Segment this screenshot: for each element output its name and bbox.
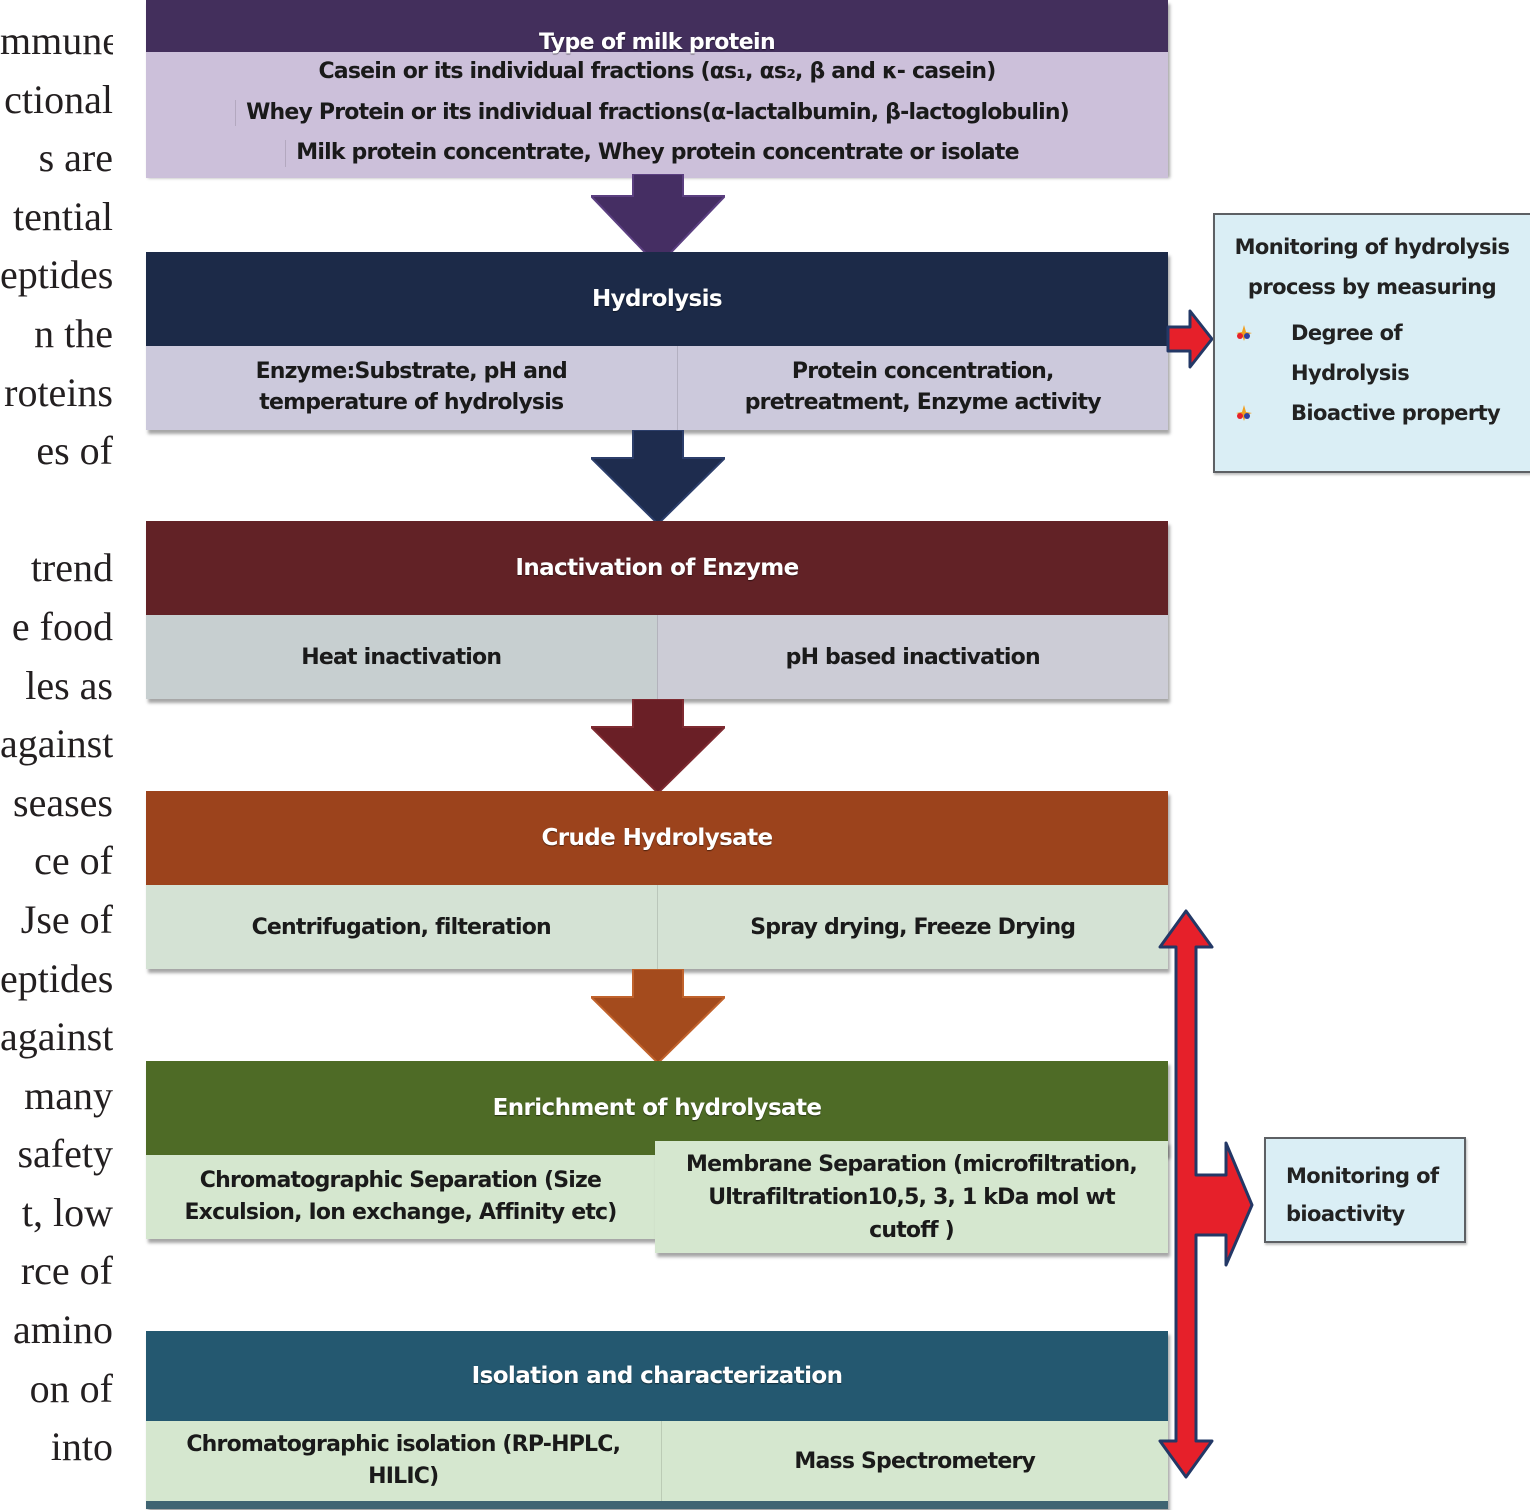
- stage-title: Enrichment of hydrolysate: [492, 1095, 822, 1121]
- processing-method-right: Spray drying, Freeze Drying: [656, 885, 1168, 969]
- body-text-line: mmune: [0, 18, 113, 63]
- body-text-line: trend: [30, 545, 113, 591]
- body-text-line: [0, 481, 113, 540]
- body-text-line: on of: [29, 1365, 113, 1411]
- stage-title: Isolation and characterization: [471, 1363, 843, 1389]
- body-text-line: Jse of: [20, 896, 113, 942]
- body-text-line: eptides: [0, 955, 113, 1001]
- body-text-column: mmune ctional s are tential eptides n th…: [0, 12, 113, 1477]
- stage-header: Hydrolysis: [146, 252, 1168, 346]
- right-arrow-icon: [1166, 309, 1214, 369]
- monitoring-item: Degree of Hydrolysis: [1215, 313, 1530, 393]
- stage-title: Crude Hydrolysate: [541, 825, 774, 851]
- stage-title: Type of milk protein: [538, 30, 776, 55]
- monitoring-item-label: Degree of Hydrolysis: [1291, 321, 1410, 385]
- body-text-line: ce of: [34, 838, 113, 884]
- stage-enrichment: Enrichment of hydrolysate Chromatographi…: [146, 1061, 1168, 1253]
- bidirectional-arrow-icon: [1158, 909, 1254, 1479]
- monitoring-bioactivity-label: Monitoring of bioactivity: [1286, 1164, 1439, 1226]
- body-text-line: s are: [38, 135, 113, 181]
- body-text-line: safety: [17, 1131, 113, 1177]
- divider: [146, 1501, 1168, 1509]
- body-text-line: many: [24, 1072, 113, 1118]
- down-arrow-icon: [591, 430, 725, 524]
- down-arrow-icon: [591, 699, 725, 793]
- stage-isolation: Isolation and characterization Chromatog…: [146, 1331, 1168, 1509]
- body-text-line: es of: [36, 428, 113, 474]
- protein-type-item: Milk protein concentrate, Whey protein c…: [285, 140, 1028, 167]
- stage-body: Enzyme:Substrate, pH and temperature of …: [146, 346, 1168, 430]
- protein-type-item: Casein or its individual fractions (αs₁,…: [318, 59, 996, 85]
- body-text-line: against: [0, 721, 113, 767]
- down-arrow-icon: [591, 1239, 725, 1333]
- down-arrow-icon: [591, 969, 725, 1063]
- stage-crude-hydrolysate: Crude Hydrolysate Centrifugation, filter…: [146, 791, 1168, 969]
- hydrolysis-factor-left: Enzyme:Substrate, pH and temperature of …: [146, 346, 677, 430]
- stage-header: Enrichment of hydrolysate: [146, 1061, 1168, 1155]
- inactivation-method-right: pH based inactivation: [656, 615, 1168, 699]
- body-text-line: n the: [34, 310, 113, 356]
- body-text-line: e food: [11, 603, 113, 649]
- isolation-method-right: Mass Spectrometery: [660, 1421, 1168, 1501]
- down-arrow-icon: [591, 174, 725, 266]
- body-text-line: against: [0, 1014, 113, 1060]
- stage-hydrolysis: Hydrolysis Enzyme:Substrate, pH and temp…: [146, 252, 1168, 430]
- body-text-line: tential: [13, 193, 113, 239]
- monitoring-hydrolysis-title: Monitoring of hydrolysis process by meas…: [1234, 235, 1510, 299]
- stage-body: Chromatographic Separation (Size Exculsi…: [146, 1155, 1168, 1239]
- body-text-line: rce of: [20, 1248, 113, 1294]
- body-text-line: ctional: [4, 76, 113, 122]
- body-text-line: eptides: [0, 252, 113, 298]
- body-text-line: seases: [13, 779, 113, 825]
- monitoring-bioactivity-box: Monitoring of bioactivity: [1264, 1137, 1466, 1243]
- bullet-icon: [1215, 393, 1267, 433]
- stage-body: Heat inactivation pH based inactivation: [146, 615, 1168, 699]
- hydrolysis-factor-right: Protein concentration, pretreatment, Enz…: [676, 346, 1168, 430]
- monitoring-item-label: Bioactive property: [1291, 401, 1501, 425]
- stage-inactivation: Inactivation of Enzyme Heat inactivation…: [146, 521, 1168, 699]
- enrichment-method-left: Chromatographic Separation (Size Exculsi…: [146, 1155, 655, 1239]
- stage-milk-protein: Type of milk protein Casein or its indiv…: [146, 0, 1168, 178]
- body-text-line: amino: [13, 1307, 113, 1353]
- bullet-icon: [1215, 313, 1267, 353]
- stage-body: Casein or its individual fractions (αs₁,…: [146, 52, 1168, 178]
- stage-header: Type of milk protein: [146, 0, 1168, 55]
- body-text-line: into: [50, 1424, 113, 1470]
- stage-body: Centrifugation, filteration Spray drying…: [146, 885, 1168, 969]
- stage-body: Chromatographic isolation (RP-HPLC, HILI…: [146, 1421, 1168, 1501]
- processing-method-left: Centrifugation, filteration: [146, 885, 657, 969]
- enrichment-method-right: Membrane Separation (microfiltration, Ul…: [655, 1141, 1168, 1253]
- inactivation-method-left: Heat inactivation: [146, 615, 657, 699]
- monitoring-hydrolysis-box: Monitoring of hydrolysis process by meas…: [1213, 213, 1530, 473]
- isolation-method-left: Chromatographic isolation (RP-HPLC, HILI…: [146, 1421, 661, 1501]
- body-text-line: roteins: [4, 369, 113, 415]
- protein-type-item: Whey Protein or its individual fractions…: [235, 99, 1079, 127]
- stage-header: Inactivation of Enzyme: [146, 521, 1168, 615]
- body-text-line: les as: [25, 662, 113, 708]
- stage-title: Inactivation of Enzyme: [515, 555, 799, 581]
- stage-title: Hydrolysis: [592, 286, 723, 312]
- stage-header: Isolation and characterization: [146, 1331, 1168, 1421]
- monitoring-item: Bioactive property: [1215, 393, 1530, 433]
- body-text-line: t, low: [21, 1189, 113, 1235]
- stage-header: Crude Hydrolysate: [146, 791, 1168, 885]
